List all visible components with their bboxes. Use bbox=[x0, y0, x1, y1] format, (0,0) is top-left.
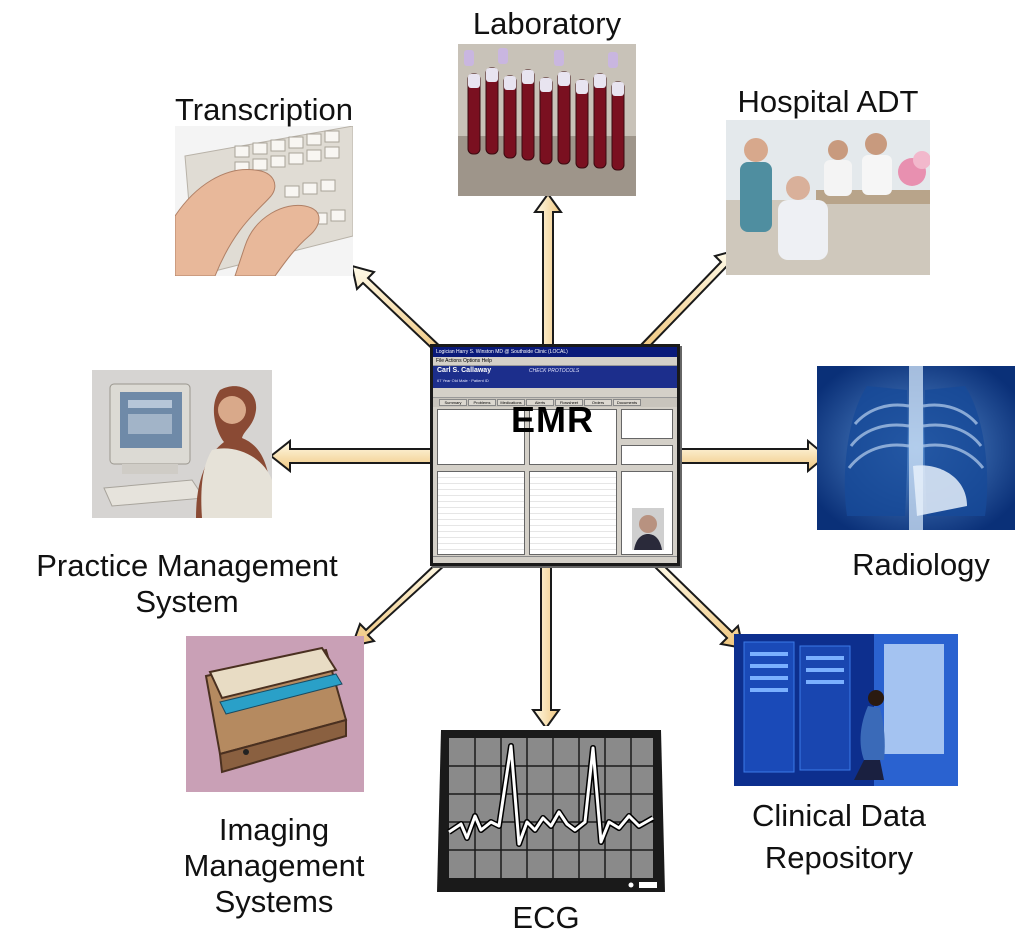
transcription-image bbox=[175, 126, 353, 276]
emr-directives-pane bbox=[621, 445, 673, 465]
computer-user-icon bbox=[92, 370, 272, 518]
arrow-clinical-data-repository bbox=[653, 560, 745, 650]
clinical-data-repository-image bbox=[734, 634, 958, 786]
emr-registration-pane bbox=[621, 471, 673, 555]
emr-tab: Alerts bbox=[526, 399, 554, 406]
label-imaging-line3: Systems bbox=[214, 884, 334, 919]
emr-menu-bar: File Actions Options Help bbox=[433, 357, 677, 366]
ecg-monitor-icon bbox=[437, 730, 665, 892]
arrow-radiology bbox=[679, 438, 828, 474]
emr-tab: Problems bbox=[468, 399, 496, 406]
arrow-transcription bbox=[350, 264, 448, 359]
label-transcription: Transcription bbox=[174, 92, 354, 127]
label-practice-management-line1: Practice Management bbox=[36, 548, 338, 583]
hospital-adt-image bbox=[726, 120, 930, 275]
label-ecg: ECG bbox=[512, 900, 580, 935]
emr-tab: Medications bbox=[497, 399, 525, 406]
emr-tab: Orders bbox=[584, 399, 612, 406]
label-laboratory: Laboratory bbox=[472, 6, 622, 41]
scanner-icon bbox=[186, 636, 364, 792]
label-hospital-adt: Hospital ADT bbox=[737, 84, 919, 119]
emr-tab-strip: Summary Problems Medications Alerts Flow… bbox=[433, 398, 677, 407]
arrow-hospital-adt bbox=[638, 248, 739, 353]
imaging-image bbox=[186, 636, 364, 792]
keyboard-icon bbox=[175, 126, 353, 276]
emr-patient-header: Carl S. Callaway CHECK PROTOCOLS 67 Year… bbox=[433, 366, 677, 388]
emr-tab: Flowsheet bbox=[555, 399, 583, 406]
chest-xray-icon bbox=[817, 366, 1015, 530]
emr-flowsheet-pane bbox=[437, 471, 525, 555]
hospital-staff-icon bbox=[726, 120, 930, 275]
patient-photo-icon bbox=[632, 508, 664, 550]
label-cdr-line2: Repository bbox=[764, 840, 914, 875]
server-room-icon bbox=[734, 634, 958, 786]
emr-title-bar: Logician Harry S. Winston MD @ Southside… bbox=[433, 347, 677, 357]
label-imaging-line2: Management bbox=[183, 848, 365, 883]
emr-patient-sub: 67 Year Old Male · Patient ID bbox=[437, 378, 489, 383]
emr-problems-pane bbox=[437, 409, 525, 465]
arrow-practice-management bbox=[269, 438, 433, 474]
emr-documents-pane bbox=[529, 471, 617, 555]
laboratory-image bbox=[458, 44, 636, 196]
emr-medications-pane bbox=[529, 409, 617, 465]
emr-tab: Documents bbox=[613, 399, 641, 406]
emr-screenshot: Logician Harry S. Winston MD @ Southside… bbox=[430, 344, 680, 566]
emr-patient-name: Carl S. Callaway bbox=[437, 367, 492, 374]
radiology-image bbox=[817, 366, 1015, 530]
emr-label: EMR bbox=[511, 399, 594, 440]
label-imaging-line1: Imaging bbox=[218, 812, 330, 847]
emr-allergies-pane bbox=[621, 409, 673, 439]
label-radiology: Radiology bbox=[852, 547, 990, 582]
arrow-laboratory bbox=[533, 192, 563, 346]
practice-management-image bbox=[92, 370, 272, 518]
emr-banner: CHECK PROTOCOLS bbox=[529, 368, 580, 374]
test-tubes-icon bbox=[458, 44, 636, 196]
label-cdr-line1: Clinical Data bbox=[751, 798, 926, 833]
arrow-ecg bbox=[531, 565, 561, 730]
emr-status-bar bbox=[433, 556, 677, 563]
emr-toolbar bbox=[433, 388, 677, 398]
label-practice-management-line2: System bbox=[135, 584, 239, 619]
ecg-image bbox=[435, 726, 667, 896]
emr-tab: Summary bbox=[439, 399, 467, 406]
